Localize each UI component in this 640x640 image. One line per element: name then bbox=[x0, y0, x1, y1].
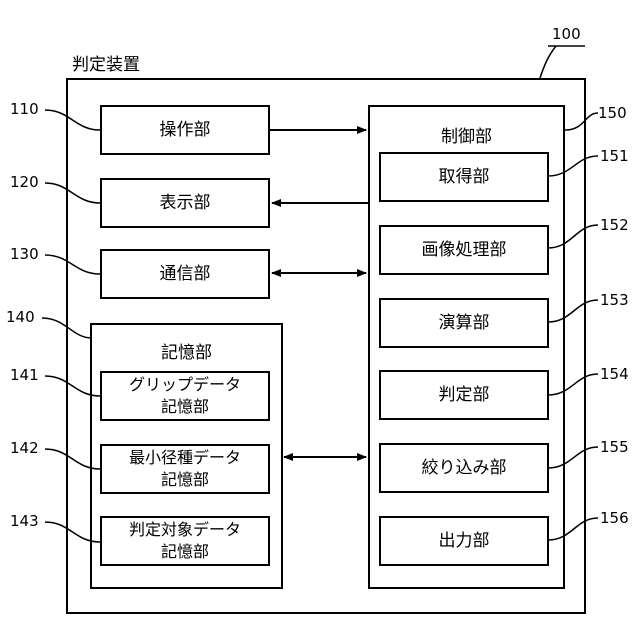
ref-100: 100 bbox=[552, 25, 581, 43]
control-title: 制御部 bbox=[368, 122, 565, 147]
min-diameter-data-storage-line2: 記憶部 bbox=[161, 469, 209, 491]
acquisition-unit: 取得部 bbox=[379, 152, 549, 202]
judgment-target-data-storage: 判定対象データ 記憶部 bbox=[100, 516, 270, 566]
judgment-unit: 判定部 bbox=[379, 370, 549, 420]
ref-120: 120 bbox=[10, 173, 39, 191]
ref-153: 153 bbox=[600, 291, 629, 309]
ref-140: 140 bbox=[6, 308, 35, 326]
min-diameter-data-storage-line1: 最小径種データ bbox=[129, 447, 241, 469]
output-unit: 出力部 bbox=[379, 516, 549, 566]
display-unit: 表示部 bbox=[100, 178, 270, 228]
grip-data-storage: グリップデータ 記憶部 bbox=[100, 371, 270, 421]
device-title: 判定装置 bbox=[72, 50, 140, 75]
ref-151: 151 bbox=[600, 147, 629, 165]
storage-title: 記憶部 bbox=[90, 338, 283, 363]
ref-130: 130 bbox=[10, 245, 39, 263]
grip-data-storage-line1: グリップデータ bbox=[129, 374, 241, 396]
judgment-target-data-storage-line2: 記憶部 bbox=[161, 541, 209, 563]
ref-156: 156 bbox=[600, 509, 629, 527]
communication-unit: 通信部 bbox=[100, 249, 270, 299]
ref-152: 152 bbox=[600, 216, 629, 234]
narrowing-unit: 絞り込み部 bbox=[379, 443, 549, 493]
ref-155: 155 bbox=[600, 438, 629, 456]
ref-141: 141 bbox=[10, 366, 39, 384]
ref-143: 143 bbox=[10, 512, 39, 530]
leader-100 bbox=[540, 46, 556, 78]
judgment-target-data-storage-line1: 判定対象データ bbox=[129, 519, 241, 541]
image-processing-unit: 画像処理部 bbox=[379, 225, 549, 275]
ref-110: 110 bbox=[10, 100, 39, 118]
ref-142: 142 bbox=[10, 439, 39, 457]
ref-150: 150 bbox=[598, 104, 627, 122]
grip-data-storage-line2: 記憶部 bbox=[161, 396, 209, 418]
ref-154: 154 bbox=[600, 365, 629, 383]
calculation-unit: 演算部 bbox=[379, 298, 549, 348]
operation-unit: 操作部 bbox=[100, 105, 270, 155]
min-diameter-data-storage: 最小径種データ 記憶部 bbox=[100, 444, 270, 494]
